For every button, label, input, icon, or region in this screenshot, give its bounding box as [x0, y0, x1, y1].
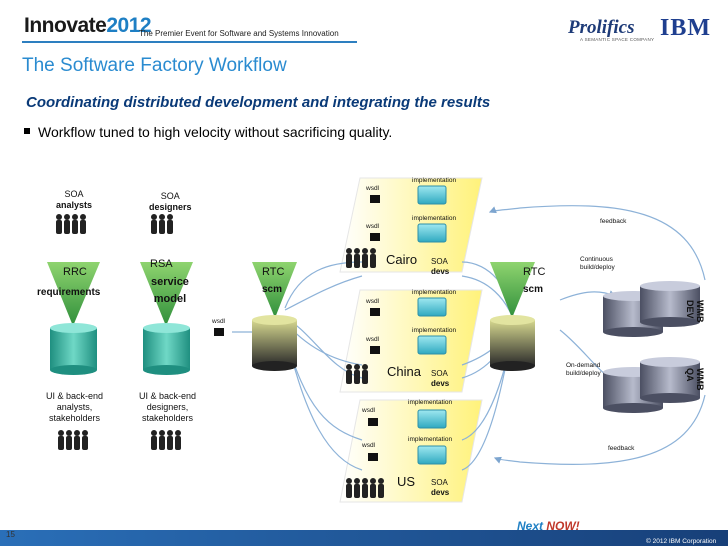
person-group-icon [151, 214, 173, 234]
cone-icon [140, 262, 193, 326]
next-now-logo: Next NOW! [517, 519, 580, 533]
prolifics-logo: Prolifics [568, 17, 635, 38]
cone-icon [47, 262, 100, 326]
implementation-label: implementation [412, 327, 457, 334]
slide-subtitle: Coordinating distributed development and… [26, 94, 491, 111]
implementation-label: implementation [412, 177, 457, 184]
database-icon [252, 315, 297, 371]
rtc-right-label: RTC [523, 266, 546, 278]
ibm-logo: IBM [660, 15, 711, 41]
person-group-icon [346, 364, 368, 384]
rrc-label: RRC [63, 266, 87, 278]
person-group-icon [56, 214, 86, 234]
site-cairo-label: Cairo [386, 252, 418, 267]
implementation-label: implementation [408, 436, 453, 443]
database-icon [603, 281, 700, 337]
footer-bar [0, 530, 728, 546]
scm-right-label: scm [523, 284, 544, 295]
bullet-marker [24, 128, 30, 135]
wsdl-label: wsdl [366, 298, 380, 305]
person-group-icon [346, 248, 376, 268]
slide-title: The Software Factory Workflow [22, 55, 287, 76]
page-number: 15 [6, 530, 15, 539]
database-icon [50, 323, 97, 375]
prolifics-logo-sub: A SEMANTIC SPACE COMPANY [580, 37, 655, 42]
copyright-text: © 2012 IBM Corporation [646, 538, 717, 545]
implementation-label: implementation [408, 399, 453, 406]
implementation-label: implementation [412, 289, 457, 296]
rtc-left-label: RTC [262, 266, 285, 278]
site-us-label: US [397, 474, 416, 489]
feedback-label-bottom: feedback [608, 445, 635, 452]
person-group-icon [346, 478, 384, 498]
wsdl-label: wsdl [362, 407, 376, 414]
innovate-logo: Innovate2012 [24, 14, 152, 37]
database-icon [490, 315, 535, 371]
wsdl-label: wsdl [362, 442, 376, 449]
header-divider [22, 41, 357, 43]
feedback-label-top: feedback [600, 218, 627, 225]
person-group-icon [58, 430, 88, 450]
database-icon [603, 357, 700, 413]
person-group-icon [151, 430, 181, 450]
database-icon [143, 323, 190, 375]
wsdl-square-group [214, 195, 380, 461]
event-tagline: The Premier Event for Software and Syste… [139, 29, 339, 38]
site-china-label: China [387, 364, 421, 379]
document-icon [417, 185, 447, 465]
scm-left-label: scm [262, 284, 283, 295]
wsdl-label: wsdl [366, 223, 380, 230]
requirements-label: requirements [37, 287, 101, 298]
implementation-label: implementation [412, 215, 457, 222]
bullet-item: Workflow tuned to high velocity without … [24, 124, 392, 140]
wsdl-label: wsdl [366, 336, 380, 343]
rsa-label: RSA [150, 258, 173, 270]
cone-icon [490, 262, 535, 318]
wsdl-label: wsdl [212, 318, 226, 325]
wsdl-label: wsdl [366, 185, 380, 192]
cone-icon [252, 262, 297, 318]
